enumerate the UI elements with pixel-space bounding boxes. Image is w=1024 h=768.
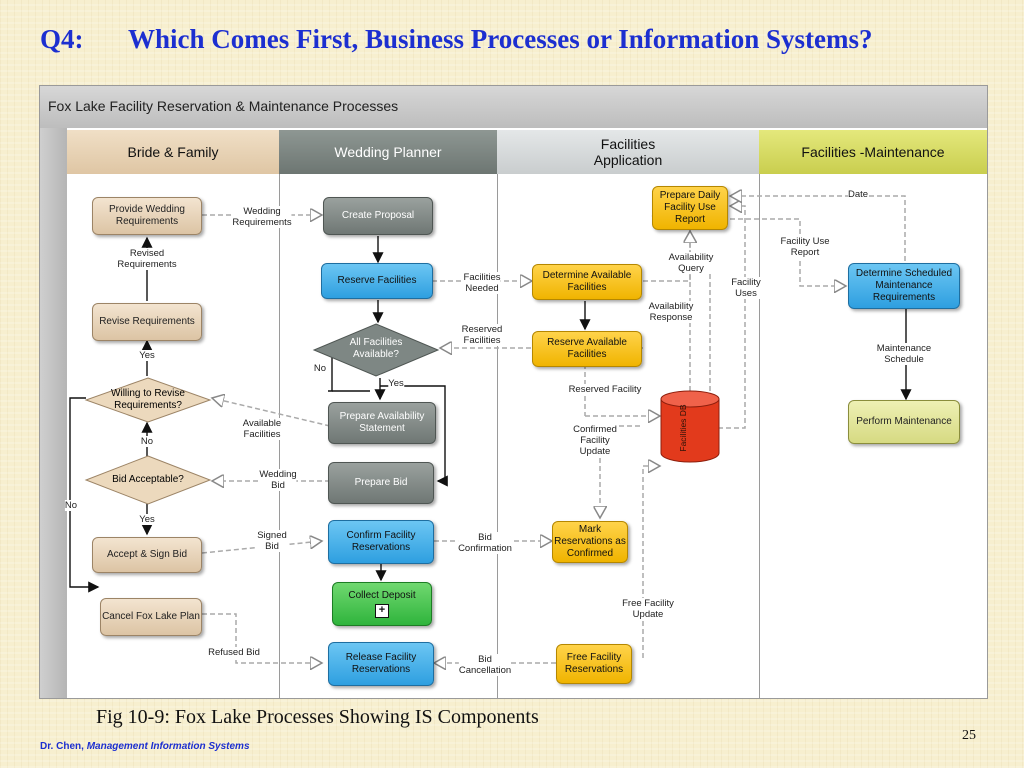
flow-label-availability-response: Availability Response [648, 301, 694, 323]
flow-label-confirmed-facility-update: Confirmed Facility Update [573, 424, 617, 457]
facilities-db-label: Facilities DB [678, 404, 688, 452]
lane-header-facilities-app: Facilities Application [497, 130, 759, 174]
node-perform-maintenance: Perform Maintenance [848, 400, 960, 444]
node-revise-requirements: Revise Requirements [92, 303, 202, 341]
flow-label-reserved-facilities: Reserved Facilities [461, 324, 503, 346]
flow-label-available-facilities: Available Facilities [242, 418, 282, 440]
flow-label-yes-accept: Yes [139, 514, 155, 525]
decision-all-facilities-available-label: All Facilities Available? [349, 337, 403, 360]
question-text: Which Comes First, Business Processes or… [128, 24, 873, 54]
flow-label-yes-revise: Yes [139, 350, 155, 361]
node-reserve-available-facilities: Reserve Available Facilities [532, 331, 642, 367]
node-free-facility-reservations: Free Facility Reservations [556, 644, 632, 684]
slide-footer: Dr. Chen, Management Information Systems [40, 741, 250, 752]
flow-label-revised-requirements: Revised Requirements [117, 248, 177, 270]
flow-label-bid-confirmation: Bid Confirmation [458, 532, 512, 554]
flow-label-no-revise: No [140, 436, 154, 447]
decision-bid-acceptable-label: Bid Acceptable? [112, 474, 184, 485]
node-create-proposal: Create Proposal [323, 197, 433, 235]
flow-label-maintenance-schedule: Maintenance Schedule [876, 343, 932, 365]
subprocess-plus-icon: + [375, 604, 389, 618]
lane-divider [759, 174, 760, 698]
decision-all-facilities-available [312, 323, 440, 377]
flow-label-wedding-requirements: Wedding Requirements [232, 206, 292, 228]
node-confirm-facility-reservations: Confirm Facility Reservations [328, 520, 434, 564]
flow-label-date: Date [847, 189, 869, 200]
flow-label-signed-bid: Signed Bid [257, 530, 287, 552]
flow-label-free-facility-update: Free Facility Update [622, 598, 674, 620]
node-provide-wedding-requirements: Provide Wedding Requirements [92, 197, 202, 235]
question-number: Q4: [40, 24, 84, 54]
lane-divider [497, 174, 498, 698]
flow-label-facility-uses: Facility Uses [731, 277, 761, 299]
slide-title: Q4: Which Comes First, Business Processes… [40, 24, 1020, 55]
decision-bid-acceptable [84, 455, 212, 505]
flow-label-no-cancel: No [64, 500, 78, 511]
facilities-db-cylinder [660, 390, 720, 463]
decision-willing-to-revise-label: Willing to Revise Requirements? [111, 388, 185, 411]
lane-header-bride: Bride & Family [67, 130, 279, 174]
flow-label-no-available: No [313, 363, 327, 374]
flow-label-refused-bid: Refused Bid [208, 647, 260, 658]
flow-label-availability-query: Availability Query [668, 252, 714, 274]
node-prepare-availability-statement: Prepare Availability Statement [328, 402, 436, 444]
node-cancel-fox-lake-plan: Cancel Fox Lake Plan [100, 598, 202, 636]
lane-header-maintenance: Facilities -Maintenance [759, 130, 987, 174]
node-release-facility-reservations: Release Facility Reservations [328, 642, 434, 686]
lane-header-planner: Wedding Planner [279, 130, 497, 174]
decision-willing-to-revise [84, 377, 212, 423]
diagram-header: Fox Lake Facility Reservation & Maintena… [40, 86, 987, 128]
node-reserve-facilities: Reserve Facilities [321, 263, 433, 299]
pool-strip [40, 128, 67, 698]
flow-label-bid-cancellation: Bid Cancellation [458, 654, 512, 676]
footer-course: Management Information Systems [86, 741, 250, 752]
page-number: 25 [962, 728, 976, 743]
flow-label-reserved-facility: Reserved Facility [568, 384, 642, 395]
node-determine-available-facilities: Determine Available Facilities [532, 264, 642, 300]
footer-author: Dr. Chen, [40, 741, 84, 752]
flow-label-facilities-needed: Facilities Needed [463, 272, 501, 294]
diagram-title: Fox Lake Facility Reservation & Maintena… [48, 98, 399, 114]
node-determine-scheduled-maintenance: Determine Scheduled Maintenance Requirem… [848, 263, 960, 309]
flow-label-facility-use-report: Facility Use Report [780, 236, 830, 258]
node-mark-reservations-confirmed: Mark Reservations as Confirmed [552, 521, 628, 563]
process-diagram: Fox Lake Facility Reservation & Maintena… [39, 85, 988, 699]
flow-label-wedding-bid: Wedding Bid [259, 469, 297, 491]
node-accept-sign-bid: Accept & Sign Bid [92, 537, 202, 573]
node-collect-deposit: Collect Deposit + [332, 582, 432, 626]
node-prepare-daily-facility-use-report: Prepare Daily Facility Use Report [652, 186, 728, 230]
figure-caption: Fig 10-9: Fox Lake Processes Showing IS … [96, 706, 539, 728]
flow-label-yes-available: Yes [388, 378, 404, 389]
node-prepare-bid: Prepare Bid [328, 462, 434, 504]
